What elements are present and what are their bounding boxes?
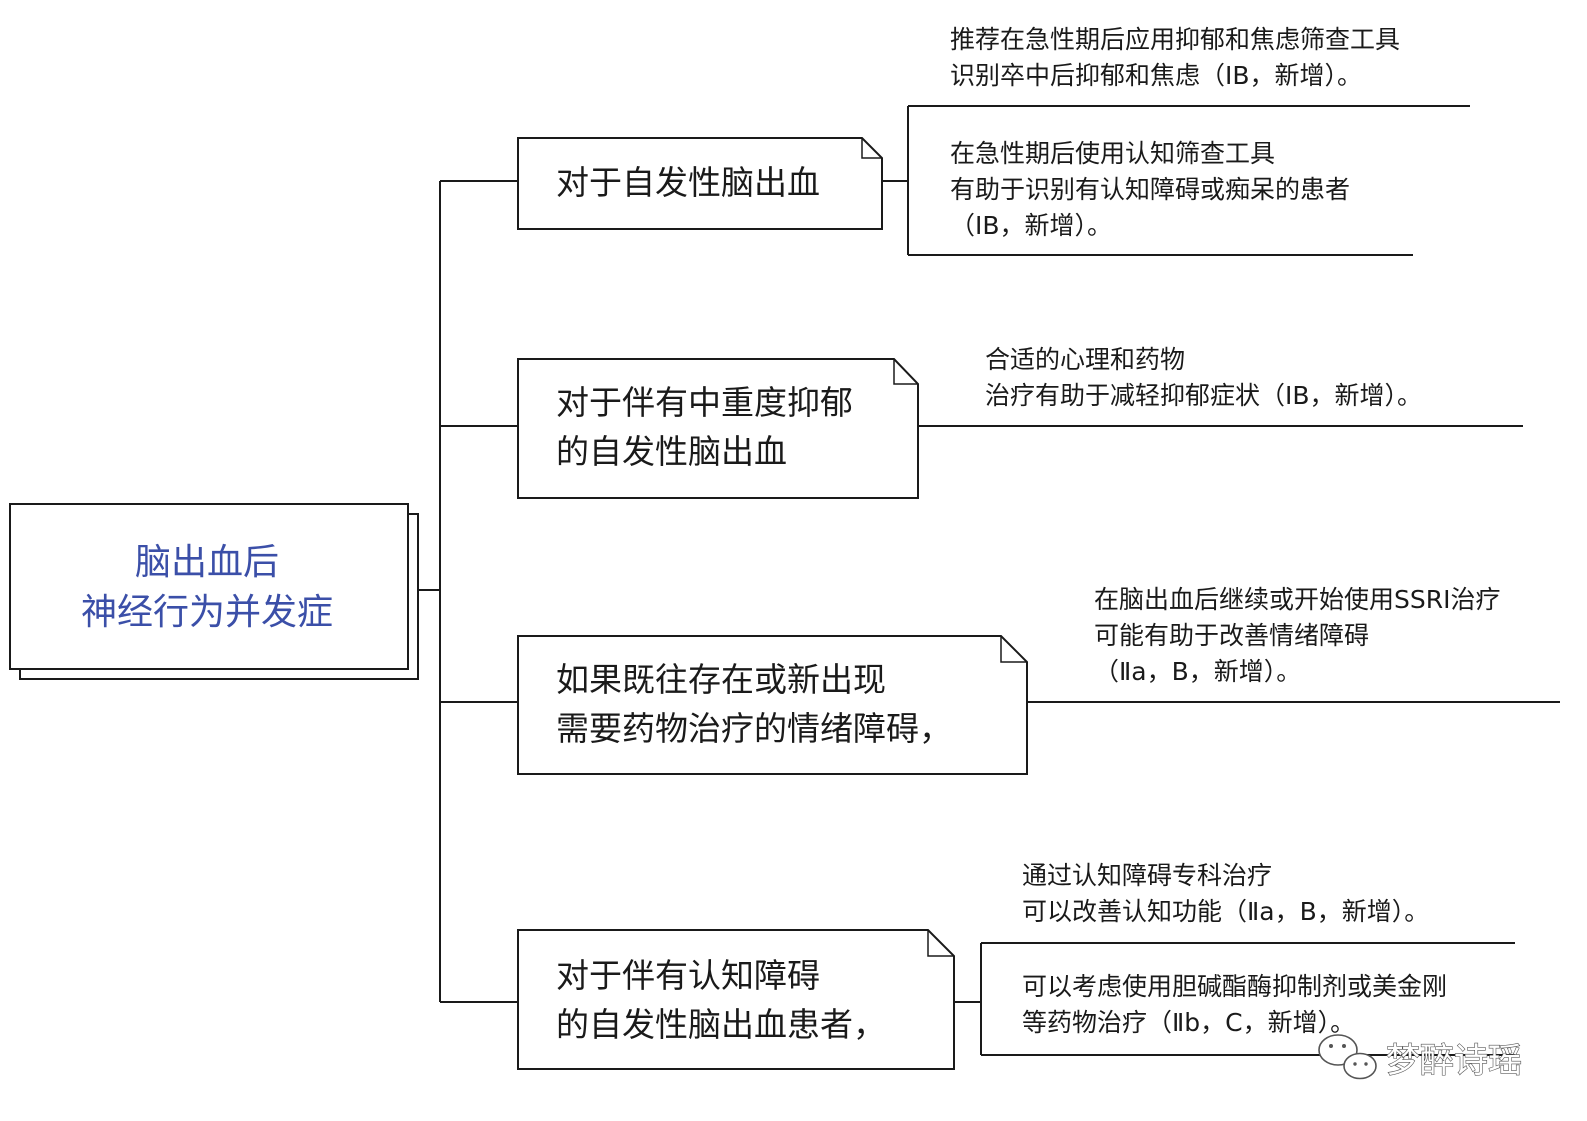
branch-1-label-line-1: 对于自发性脑出血	[556, 163, 820, 202]
branch-node-1-fold	[861, 138, 882, 159]
leaf-2-1: 合适的心理和药物 治疗有助于减轻抑郁症状（ⅠB，新增）。	[985, 345, 1422, 410]
branch-node-4-box	[517, 929, 955, 1070]
leaf-1-2-line-3: （ⅠB，新增）。	[950, 211, 1112, 240]
watermark: 梦醉诗瑶	[1318, 1034, 1523, 1082]
leaf-1-2: 在急性期后使用认知筛查工具 有助于识别有认知障碍或痴呆的患者 （ⅠB，新增）。	[950, 139, 1350, 240]
leaf-3-1-line-2: 可能有助于改善情绪障碍	[1094, 621, 1369, 650]
leaf-2-1-line-2: 治疗有助于减轻抑郁症状（ⅠB，新增）。	[985, 381, 1422, 410]
branch-3-label-line-2: 需要药物治疗的情绪障碍，	[556, 709, 952, 748]
leaf-3-1: 在脑出血后继续或开始使用SSRI治疗 可能有助于改善情绪障碍 （Ⅱa，B，新增）…	[1094, 585, 1500, 686]
branch-node-1: 对于自发性脑出血	[517, 137, 883, 230]
leaf-2-1-line-1: 合适的心理和药物	[985, 345, 1185, 374]
leaf-3-1-line-3: （Ⅱa，B，新增）。	[1094, 657, 1301, 686]
leaf-3-1-line-1: 在脑出血后继续或开始使用SSRI治疗	[1094, 585, 1500, 614]
branch-node-4: 对于伴有认知障碍 的自发性脑出血患者，	[517, 929, 955, 1070]
branch-node-1-box	[517, 137, 883, 230]
branch-node-3-fold	[1000, 636, 1027, 663]
connectors	[411, 105, 1560, 1056]
root-node: 脑出血后 神经行为并发症	[9, 503, 419, 680]
branch-node-3-box	[517, 635, 1028, 775]
branch-node-3: 如果既往存在或新出现 需要药物治疗的情绪障碍，	[517, 635, 1028, 775]
leaf-1-2-line-1: 在急性期后使用认知筛查工具	[950, 139, 1275, 168]
leaf-1-1: 推荐在急性期后应用抑郁和焦虑筛查工具 识别卒中后抑郁和焦虑（ⅠB，新增）。	[950, 25, 1400, 90]
wechat-icon	[1318, 1034, 1377, 1080]
leaf-4-2-line-1: 可以考虑使用胆碱酯酶抑制剂或美金刚	[1022, 972, 1447, 1001]
branch-node-2-box	[517, 358, 919, 499]
leaf-4-2: 可以考虑使用胆碱酯酶抑制剂或美金刚 等药物治疗（Ⅱb，C，新增）。	[1022, 972, 1447, 1037]
leaf-1-2-line-2: 有助于识别有认知障碍或痴呆的患者	[950, 175, 1350, 204]
leaf-4-1-line-2: 可以改善认知功能（Ⅱa，B，新增）。	[1022, 897, 1429, 926]
watermark-text: 梦醉诗瑶	[1386, 1041, 1522, 1081]
branch-3-label-line-1: 如果既往存在或新出现	[556, 660, 886, 699]
leaf-4-1: 通过认知障碍专科治疗 可以改善认知功能（Ⅱa，B，新增）。	[1022, 861, 1429, 926]
leaf-4-1-line-1: 通过认知障碍专科治疗	[1022, 861, 1272, 890]
branch-node-2-fold	[893, 359, 918, 385]
branch-2-label-line-1: 对于伴有中重度抑郁	[556, 383, 853, 422]
branch-2-label-line-2: 的自发性脑出血	[556, 432, 787, 471]
root-title-line-2: 神经行为并发症	[81, 592, 333, 633]
leaf-1-1-line-2: 识别卒中后抑郁和焦虑（ⅠB，新增）。	[950, 61, 1362, 90]
branch-node-2: 对于伴有中重度抑郁 的自发性脑出血	[517, 358, 919, 499]
branch-node-4-fold	[927, 930, 954, 957]
root-node-box	[9, 503, 409, 670]
branch-4-label-line-2: 的自发性脑出血患者，	[556, 1005, 886, 1044]
leaf-4-2-line-2: 等药物治疗（Ⅱb，C，新增）。	[1022, 1008, 1355, 1037]
root-title-line-1: 脑出血后	[135, 542, 279, 583]
leaf-1-1-line-1: 推荐在急性期后应用抑郁和焦虑筛查工具	[950, 25, 1400, 54]
branch-4-label-line-1: 对于伴有认知障碍	[556, 956, 820, 995]
